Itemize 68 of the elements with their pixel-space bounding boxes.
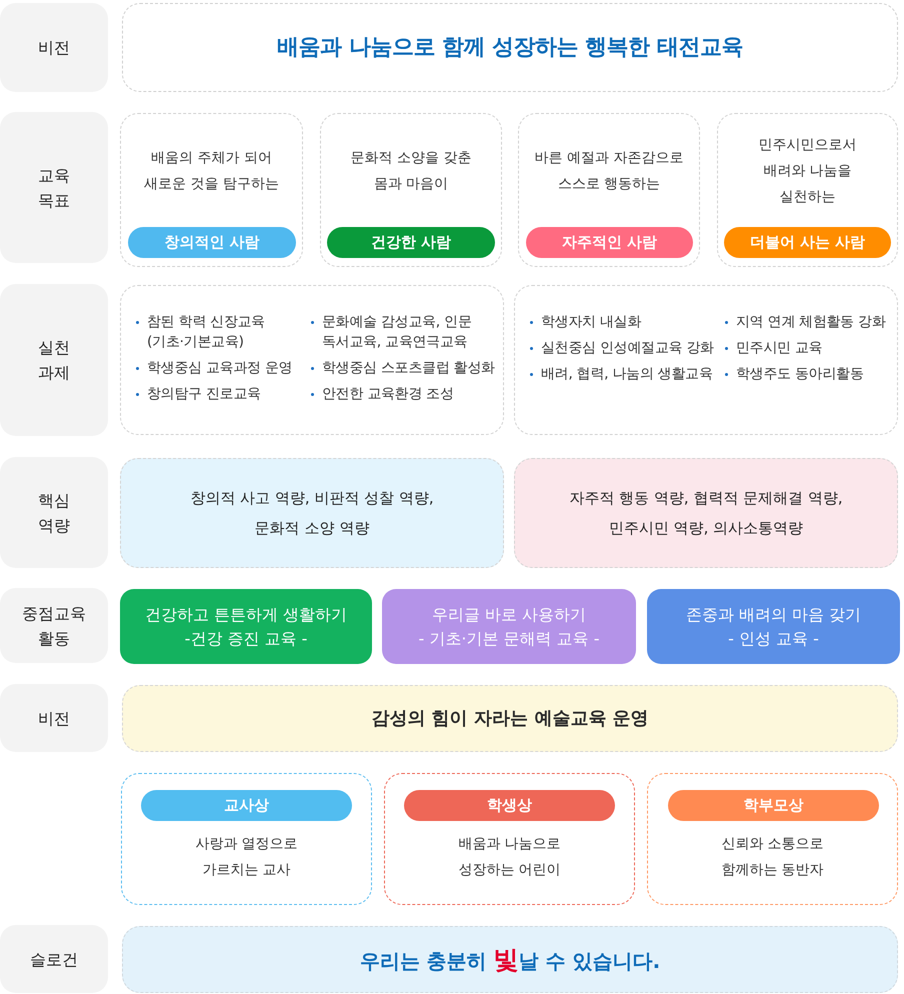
competency-panel	[120, 458, 504, 568]
activity-subtitle: -건강 증진 교육 -	[184, 628, 308, 650]
task-panel	[514, 285, 898, 435]
pill-title: 학생상	[487, 795, 532, 816]
pill-title: 창의적인 사람	[164, 232, 260, 254]
task-item: 창의탐구 진로교육	[147, 385, 261, 404]
activity-subtitle: - 기초·기본 문해력 교육 -	[418, 628, 600, 650]
goal-card	[320, 113, 502, 267]
pill-title: 더불어 사는 사람	[750, 232, 866, 254]
pill-title: 교사상	[224, 795, 269, 816]
activity-subtitle: - 인성 교육 -	[728, 628, 819, 650]
role-card	[384, 773, 635, 905]
task-item: 학생중심 교육과정 운영	[147, 359, 292, 378]
goal-card	[518, 113, 700, 267]
task-item: 참된 학력 신장교육 (기초·기본교육)	[147, 313, 266, 352]
vision-panel	[122, 685, 898, 752]
vision-statement: 감성의 힘이 자라는 예술교육 운영	[371, 707, 649, 731]
task-item: 문화예술 감성교육, 인문 독서교육, 교육연극교육	[322, 313, 472, 352]
role-description: 사랑과 열정으로 가르치는 교사	[194, 835, 299, 880]
title-pill	[141, 790, 352, 821]
competency-text: 창의적 사고 역량, 비판적 성찰 역량, 문화적 소양 역량	[189, 488, 435, 539]
row-heading: 실천 과제	[38, 337, 70, 384]
pill-title: 자주적인 사람	[562, 232, 658, 254]
competency-text: 자주적 행동 역량, 협력적 문제해결 역량, 민주시민 역량, 의사소통역량	[568, 488, 844, 539]
task-item: 학생자치 내실화	[541, 313, 642, 332]
slogan-text: 우리는 충분히 빛날 수 있습니다.	[360, 944, 660, 976]
role-description: 신뢰와 소통으로 함께하는 동반자	[720, 835, 825, 880]
task-item: 학생주도 동아리활동	[736, 365, 864, 384]
row-heading: 중점교육 활동	[22, 602, 86, 650]
task-item: 실천중심 인성예절교육 강화	[541, 339, 714, 358]
task-item: 배려, 협력, 나눔의 생활교육	[541, 365, 712, 384]
role-description: 배움과 나눔으로 성장하는 어린이	[457, 835, 562, 880]
title-pill	[327, 227, 495, 258]
task-item: 지역 연계 체험활동 강화	[736, 313, 886, 332]
row-heading: 교육 목표	[38, 164, 70, 212]
vision-statement: 배움과 나눔으로 함께 성장하는 행복한 태전교육	[277, 34, 743, 62]
title-pill	[724, 227, 891, 258]
activity-title: 건강하고 튼튼하게 생활하기	[144, 604, 348, 626]
activity-panel	[647, 589, 900, 664]
role-card	[647, 773, 898, 905]
title-pill	[668, 790, 879, 821]
activity-title: 우리글 바로 사용하기	[432, 604, 586, 626]
row-heading: 비전	[38, 708, 70, 730]
task-item: 안전한 교육환경 조성	[322, 385, 454, 404]
goal-card	[717, 113, 898, 267]
task-item: 민주시민 교육	[736, 339, 822, 358]
goal-card	[120, 113, 303, 267]
goal-description: 바른 예절과 자존감으로 스스로 행동하는	[534, 148, 684, 194]
pill-title: 학부모상	[744, 795, 804, 816]
activity-title: 존중과 배려의 마음 갖기	[686, 604, 862, 626]
role-card	[121, 773, 372, 905]
task-item: 학생중심 스포츠클럽 활성화	[322, 359, 495, 378]
task-panel	[120, 285, 504, 435]
row-heading: 핵심 역량	[38, 490, 70, 536]
slogan-panel	[122, 926, 898, 993]
title-pill	[128, 227, 296, 258]
goal-description: 민주시민으로서 배려와 나눔을 실천하는	[758, 136, 858, 206]
title-pill	[404, 790, 615, 821]
activity-panel	[382, 589, 636, 664]
pill-title: 건강한 사람	[370, 232, 452, 254]
row-heading: 슬로건	[30, 948, 78, 970]
title-pill	[526, 227, 693, 258]
vision-panel	[122, 3, 898, 92]
competency-panel	[514, 458, 898, 568]
activity-panel	[120, 589, 372, 664]
goal-description: 문화적 소양을 갖춘 몸과 마음이	[350, 148, 472, 194]
goal-description: 배움의 주체가 되어 새로운 것을 탐구하는	[143, 148, 280, 194]
row-heading: 비전	[38, 37, 70, 59]
